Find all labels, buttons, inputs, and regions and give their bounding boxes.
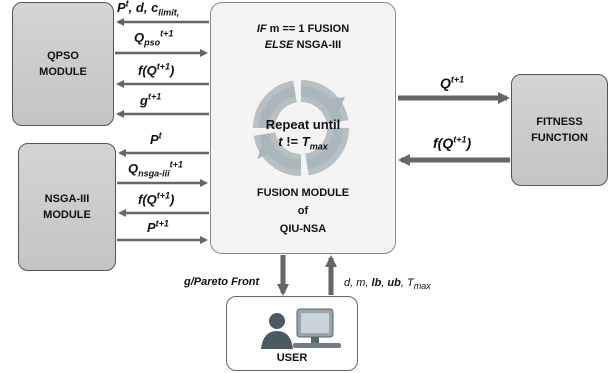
- user-label: USER: [276, 352, 308, 364]
- label-nsga-pt: Pt: [150, 130, 162, 147]
- fusion-title-line1: FUSION MODULE: [256, 187, 350, 199]
- fusion-title-line2: of: [297, 205, 309, 217]
- label-qpso-fq: f(Qt+1): [138, 61, 175, 78]
- nsga-label-line1: NSGA-III: [44, 193, 90, 205]
- cycle-icon: [253, 80, 349, 176]
- fusion-condition-if: IF m == 1 FUSION: [256, 23, 350, 35]
- label-user-inputs: d, m, lb, ub, Tmax: [344, 277, 431, 292]
- fusion-title-line3: QIU-NSA: [279, 223, 327, 235]
- label-qpso-q: Qpsot+1: [134, 28, 174, 48]
- qpso-label-line1: QPSO: [47, 50, 79, 62]
- label-fitness-fq: f(Qt+1): [433, 134, 472, 151]
- qpso-module: QPSO MODULE: [12, 2, 114, 126]
- repeat-condition: t != Tmax: [278, 134, 328, 152]
- label-pt-d-climit: Pt, d, climit,: [117, 0, 180, 18]
- nsga-label-line2: MODULE: [43, 209, 91, 221]
- user-box: USER: [226, 296, 358, 371]
- fitness-function-box: FITNESS FUNCTION: [511, 74, 608, 186]
- fusion-module: IF m == 1 FUSION ELSE NSGA-III Repeat un…: [210, 2, 396, 254]
- label-fitness-q: Qt+1: [440, 74, 465, 91]
- nsga-module: NSGA-III MODULE: [18, 143, 116, 271]
- label-nsga-pt1: Pt+1: [147, 218, 169, 235]
- label-pareto-front: g/Pareto Front: [184, 276, 260, 288]
- qpso-label-line2: MODULE: [39, 66, 87, 78]
- computer-user-icon: [261, 308, 341, 349]
- fusion-condition-else: ELSE NSGA-III: [264, 39, 342, 51]
- label-nsga-fq: f(Qt+1): [138, 190, 175, 207]
- label-qpso-g: gt+1: [140, 91, 162, 108]
- fitness-label-line1: FITNESS: [536, 116, 583, 128]
- repeat-until-label: Repeat until: [265, 117, 341, 132]
- label-nsga-q: Qnsga-iiit+1: [128, 159, 183, 179]
- fitness-label-line2: FUNCTION: [531, 132, 588, 144]
